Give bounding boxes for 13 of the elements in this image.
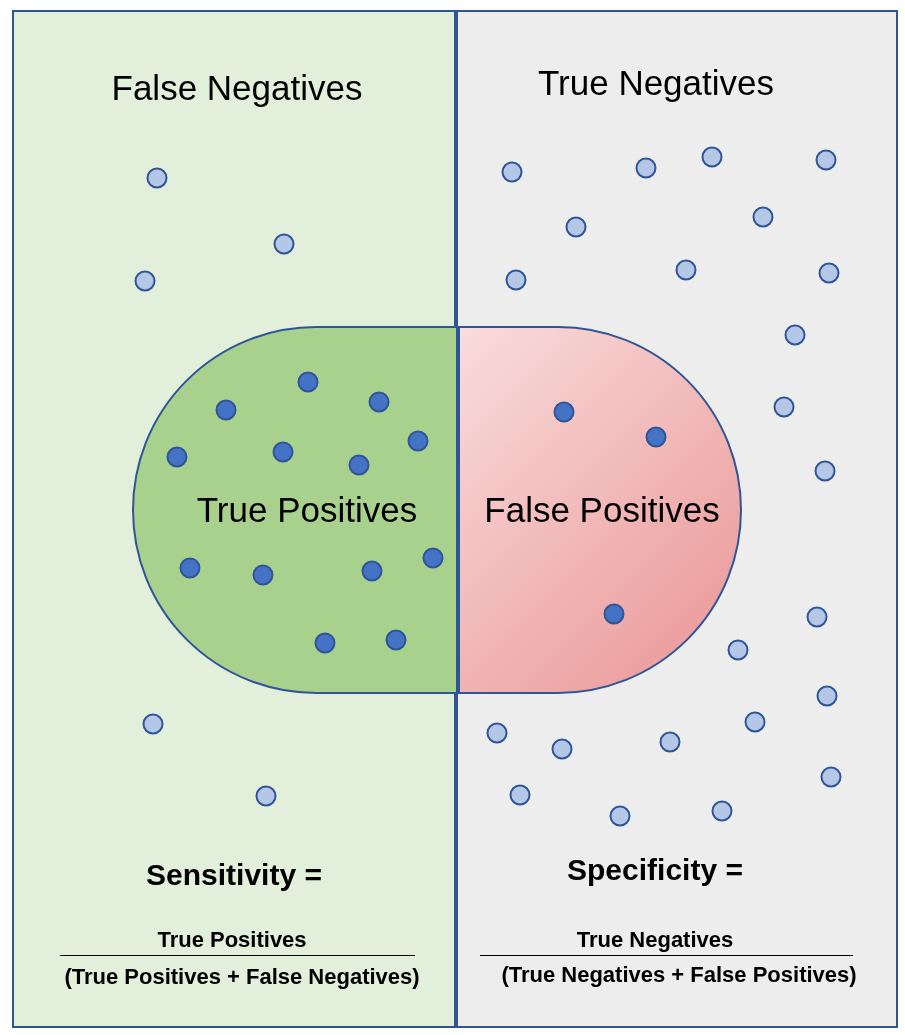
capsule-half [132, 326, 458, 694]
formula-denominator: (True Negatives + False Positives) [501, 962, 857, 988]
formula-numerator: True Positives [157, 927, 307, 953]
region-label: True Positives [196, 490, 418, 530]
panel [12, 10, 456, 1028]
panel-title: True Negatives [538, 63, 774, 103]
region-label: False Positives [484, 490, 720, 530]
panel-title: False Negatives [111, 68, 363, 108]
formula-denominator: (True Positives + False Negatives) [64, 964, 420, 990]
formula-label: Sensitivity = [146, 858, 322, 892]
panel [456, 10, 898, 1028]
formula-numerator: True Negatives [576, 927, 734, 953]
formula-label: Specificity = [567, 853, 743, 887]
